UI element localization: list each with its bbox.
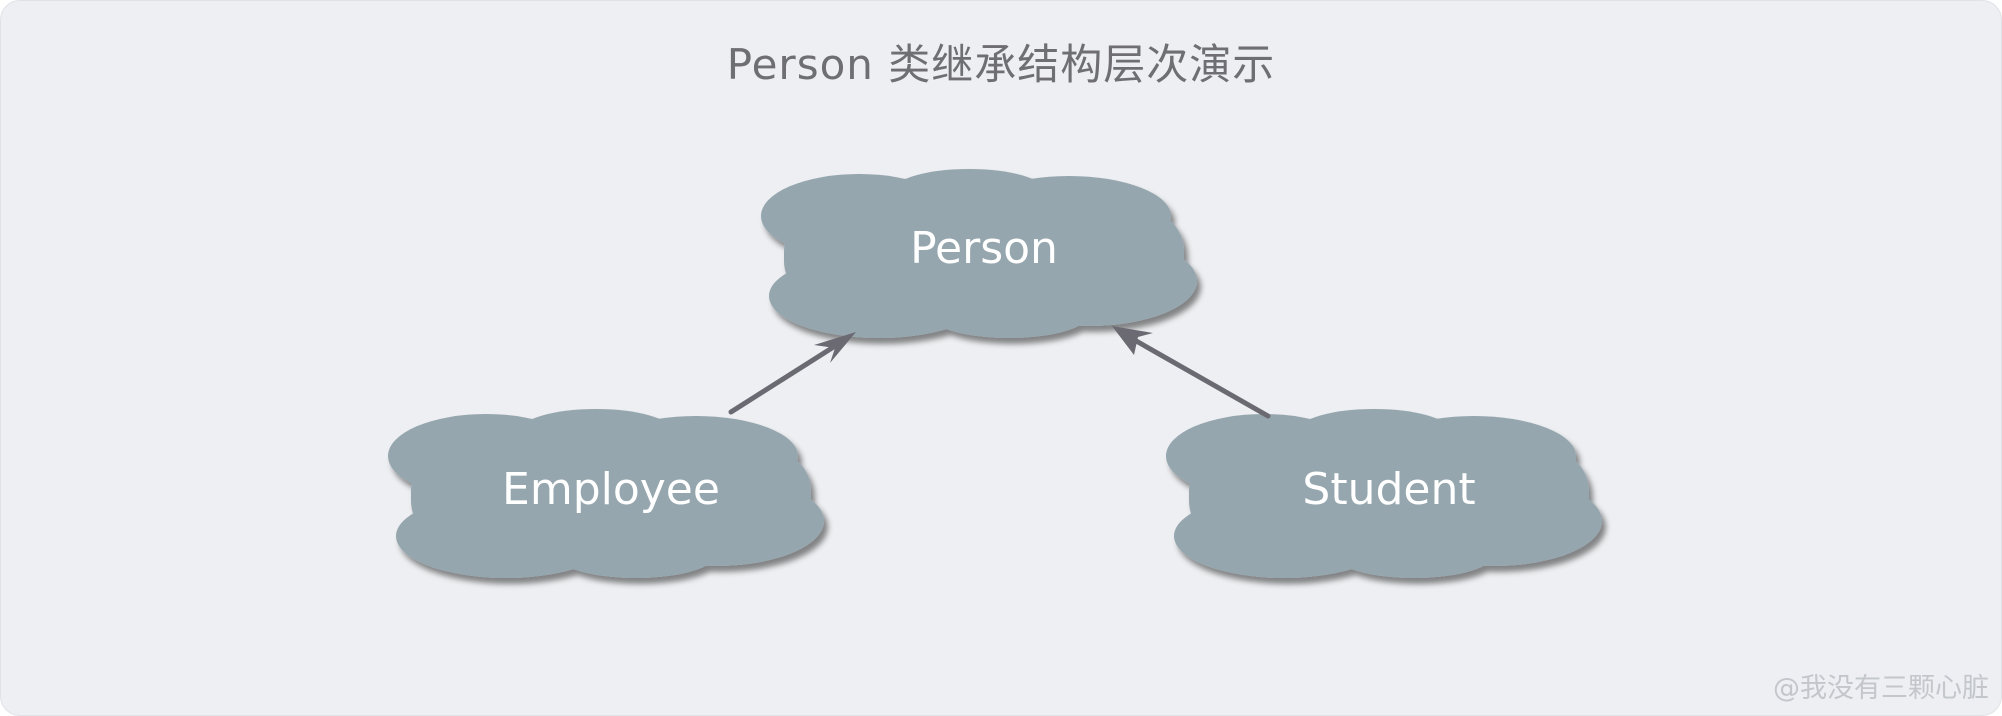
student-cloud: Student (1166, 409, 1602, 578)
person-cloud: Person (761, 169, 1197, 338)
employee-label: Employee (502, 464, 720, 515)
watermark: @我没有三颗心脏 (1773, 673, 1989, 704)
student-label: Student (1302, 464, 1475, 515)
diagram-title: Person 类继承结构层次演示 (726, 40, 1276, 89)
arrow-student-to-person (1112, 326, 1271, 419)
arrow-employee-to-person (728, 332, 856, 415)
employee-cloud: Employee (388, 409, 824, 578)
person-label: Person (910, 223, 1058, 274)
